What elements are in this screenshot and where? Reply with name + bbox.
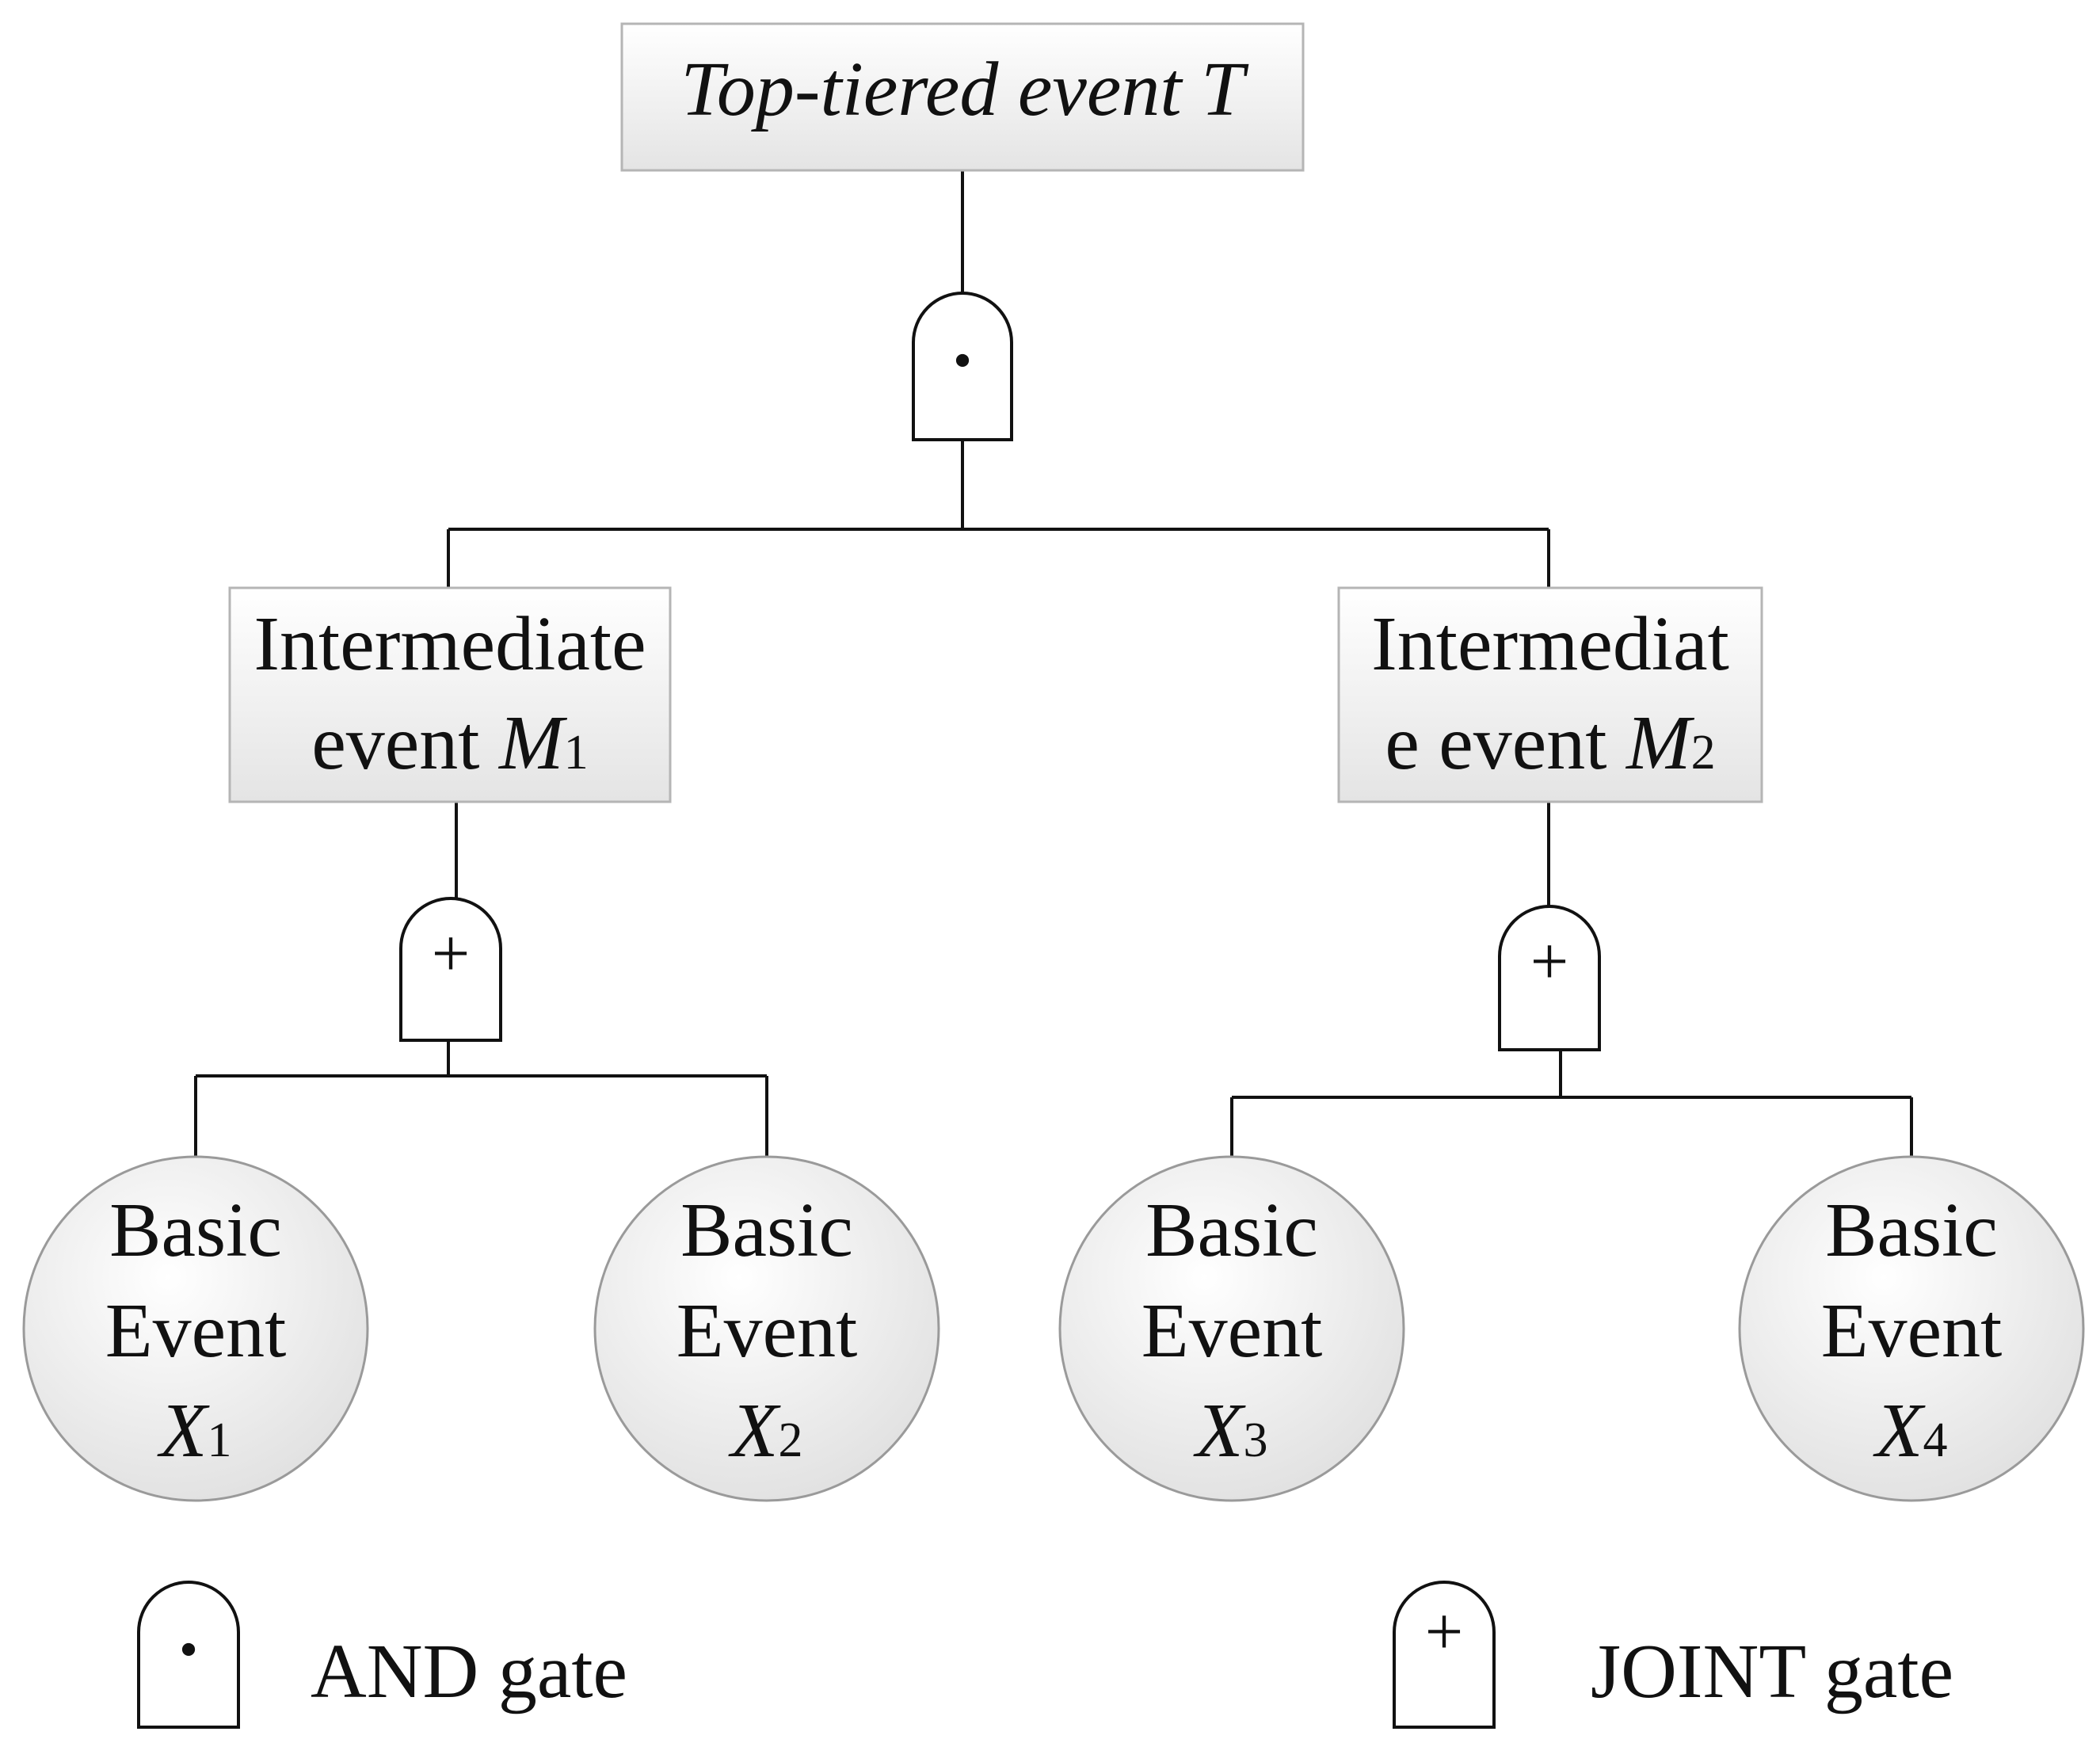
basic-event-x1-line1: Basic	[109, 1188, 282, 1273]
top-event-box: Top-tiered event T	[620, 22, 1305, 172]
legend-joint-label: JOINT gate	[1591, 1629, 1953, 1714]
basic-event-x2-line2: Event	[676, 1288, 858, 1374]
m2-gate-symbol: +	[1530, 923, 1569, 999]
intermediate-event-m1-line2: event M1	[311, 700, 588, 786]
basic-event-x2-line1: Basic	[680, 1188, 853, 1273]
intermediate-event-m2-line2: e event M2	[1385, 700, 1715, 786]
basic-event-x1-line2: Event	[105, 1288, 287, 1374]
top-event-label: Top-tiered event T	[680, 47, 1249, 132]
top-gate-symbol: ·	[949, 316, 975, 404]
basic-event-x3-label: X3	[1193, 1388, 1268, 1474]
basic-event-x4-line1: Basic	[1825, 1188, 1998, 1273]
connector-lines	[194, 170, 1913, 1157]
legend: · AND gate + JOINT gate	[137, 1581, 1953, 1729]
m2-joint-gate: +	[1498, 905, 1601, 1051]
m1-joint-gate: +	[399, 897, 502, 1042]
basic-event-x1: Basic Event X1	[22, 1155, 369, 1502]
intermediate-event-m2-box: Intermediat e event M2	[1337, 586, 1763, 803]
intermediate-event-m1-line1: Intermediate	[253, 601, 646, 687]
m1-gate-symbol: +	[432, 915, 471, 991]
basic-event-x4-line2: Event	[1821, 1288, 2003, 1374]
basic-event-x2: Basic Event X2	[593, 1155, 940, 1502]
basic-event-x3-line1: Basic	[1145, 1188, 1318, 1273]
top-and-gate: ·	[912, 292, 1013, 441]
legend-and-symbol: ·	[175, 1605, 201, 1693]
basic-event-x3-line2: Event	[1141, 1288, 1323, 1374]
basic-event-x4: Basic Event X4	[1738, 1155, 2085, 1502]
basic-event-x3: Basic Event X3	[1058, 1155, 1405, 1502]
basic-event-x2-label: X2	[728, 1388, 803, 1474]
basic-event-x1-label: X1	[157, 1388, 232, 1474]
intermediate-event-m2-line1: Intermediat	[1371, 601, 1729, 687]
legend-and-label: AND gate	[311, 1629, 627, 1714]
legend-joint-gate-icon: +	[1393, 1581, 1496, 1729]
intermediate-event-m1-box: Intermediate event M1	[228, 586, 672, 803]
basic-event-x4-label: X4	[1873, 1388, 1948, 1474]
legend-joint-symbol: +	[1425, 1593, 1464, 1669]
legend-and-gate-icon: ·	[137, 1581, 240, 1729]
